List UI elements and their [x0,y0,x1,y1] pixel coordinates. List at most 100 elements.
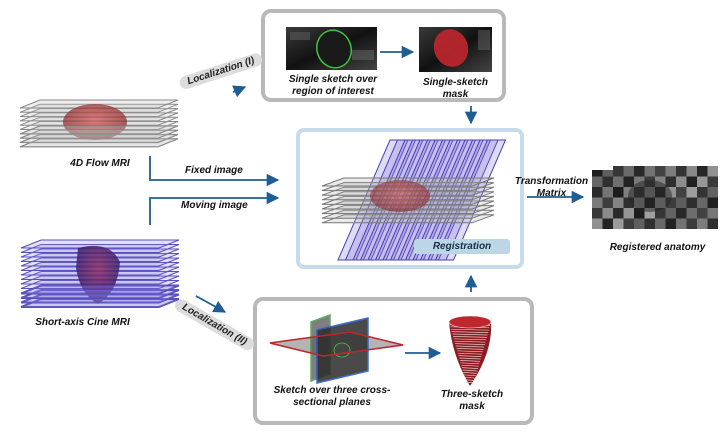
checker-cell [697,187,708,198]
cone-stripe [459,360,481,362]
checker-cell [665,218,676,229]
checker-cell [686,208,697,219]
checker-cell [697,197,708,208]
checker-cell [707,208,718,219]
cone-stripe [460,362,480,365]
roi-sketch-image [286,27,377,70]
slice [19,125,179,135]
checker-cell [644,208,655,219]
flow-mri-label: 4D Flow MRI [70,158,130,169]
checker-cell [623,208,634,219]
cone-stripe [455,345,485,348]
checker-cell [592,208,603,219]
checker-cell [592,176,603,187]
checker-cell [602,170,613,181]
checker-cell [634,218,645,229]
checker-cell [665,166,676,177]
checker-cell [602,187,613,198]
checker-cell [655,166,666,177]
checker-cell [686,197,697,208]
registered-anatomy-label: Registered anatomy [609,242,706,253]
checker-cell [655,176,666,187]
cone-stripe [453,338,487,341]
cone-stripe [454,340,486,343]
checker-cell [676,197,687,208]
checker-cell [634,166,645,177]
checker-cell [644,218,655,229]
registered-anatomy-image [592,166,718,229]
cone-stripe [462,367,478,369]
cone-stripe [459,357,481,360]
single-sketch-mask-label: Single-sketch mask [422,77,489,100]
checker-cell [676,187,687,198]
anatomy-shadow [628,180,672,212]
cone-top [448,315,492,329]
flow-mri-stack [19,99,179,148]
checker-cell [697,208,708,219]
checker-cell [613,218,624,229]
three-sketch-mask-label: Three-sketch mask [440,389,504,412]
sketch-three-planes-label: Sketch over three cross-sectional planes [273,385,391,408]
checker-cell [665,176,676,187]
checker-cell [623,176,634,187]
moving-image-label: Moving image [181,200,248,211]
cone-stripe [453,336,487,338]
checker-cell [623,197,634,208]
cone-stripe [456,348,484,350]
checker-cell [613,197,624,208]
checker-cell [613,187,624,198]
checker-cell [602,176,613,187]
cone-stripe [465,379,475,381]
cone-stripe [458,355,482,357]
checker-cell [697,218,708,229]
cine-heart [76,245,120,304]
checker-cell [623,166,634,177]
cone-stripe [452,333,488,336]
checker-cell [634,208,645,219]
checker-cell [707,166,718,177]
checker-cell [602,208,613,219]
slice [321,214,495,224]
checker-cell [592,218,603,229]
three-sketch-mask-shape [448,315,492,386]
cine-mri-label: Short-axis Cine MRI [35,317,130,328]
checker-cell [707,197,718,208]
transformation-matrix-label: Transformation Matrix [514,176,589,199]
cone-stripe [451,331,489,333]
checker-cell [686,176,697,187]
cone-stripe [463,372,477,374]
checker-cell [613,166,624,177]
single-sketch-mask-image [419,27,492,72]
slice [20,285,180,295]
slice [321,209,495,219]
checker-cell [602,197,613,208]
cone-stripe [464,376,476,379]
checker-cell [623,218,634,229]
checker-cell [697,176,708,187]
flow-heart [63,104,127,140]
cone-stripe [451,328,489,331]
fixed-image-label: Fixed image [185,165,243,176]
connectors [149,45,585,360]
checker-cell [613,208,624,219]
single-sketch-roi-label: Single sketch over region of interest [288,74,378,97]
checker-cell [602,218,613,229]
cone-stripe [455,343,485,345]
checker-cell [676,176,687,187]
checker-cell [707,176,718,187]
checker-cell [665,197,676,208]
slice [20,239,180,249]
checker-cell [676,218,687,229]
cone-stripe [466,381,474,384]
checker-cell [697,166,708,177]
checker-cell [707,218,718,229]
registration-badge: Registration [414,239,510,254]
checker-cell [592,197,603,208]
cine-mri-stack [20,239,180,308]
checker-cell [707,187,718,198]
reg-heart [370,180,430,212]
checker-cell [592,187,603,198]
cone-stripe [461,364,479,367]
checker-cell [665,208,676,219]
